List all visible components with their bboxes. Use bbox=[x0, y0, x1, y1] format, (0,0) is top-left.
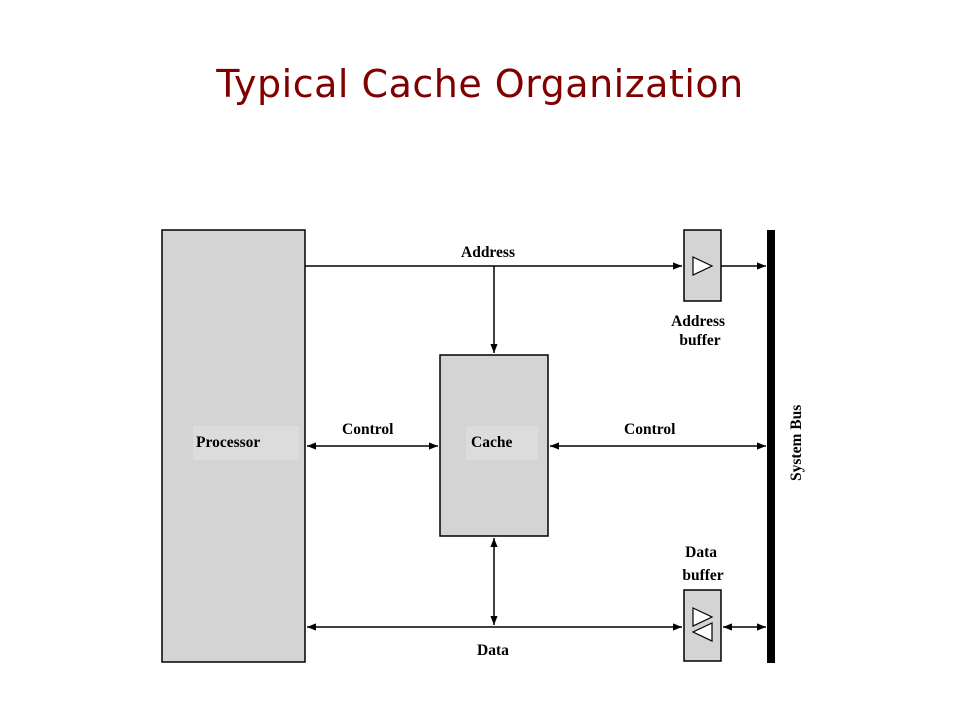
cache-label-bg bbox=[466, 426, 538, 460]
processor-label-bg bbox=[193, 426, 299, 460]
data-line-label: Data bbox=[477, 642, 509, 659]
system-bus bbox=[767, 230, 775, 663]
data-buffer-label: Data buffer bbox=[682, 544, 723, 584]
data-buffer-label-line2: buffer bbox=[682, 567, 723, 584]
address-buffer-label-line2: buffer bbox=[679, 332, 720, 349]
control-right-label: Control bbox=[624, 421, 676, 438]
system-bus-label: System Bus bbox=[788, 405, 805, 481]
data-buffer-label-line1: Data bbox=[685, 544, 717, 561]
address-line-label: Address bbox=[461, 244, 515, 261]
slide-title: Typical Cache Organization bbox=[216, 62, 744, 106]
buffer-triangle-right-icon bbox=[692, 607, 714, 627]
address-buffer-label-line1: Address bbox=[671, 313, 725, 330]
address-buffer-block bbox=[683, 229, 722, 302]
data-buffer-block bbox=[683, 589, 722, 662]
processor-label: Processor bbox=[196, 434, 260, 451]
cache-label: Cache bbox=[471, 434, 512, 451]
control-left-label: Control bbox=[342, 421, 394, 438]
buffer-triangle-left-icon bbox=[691, 622, 713, 642]
address-buffer-label: Address buffer bbox=[671, 313, 729, 349]
buffer-triangle-right-icon bbox=[692, 256, 714, 276]
